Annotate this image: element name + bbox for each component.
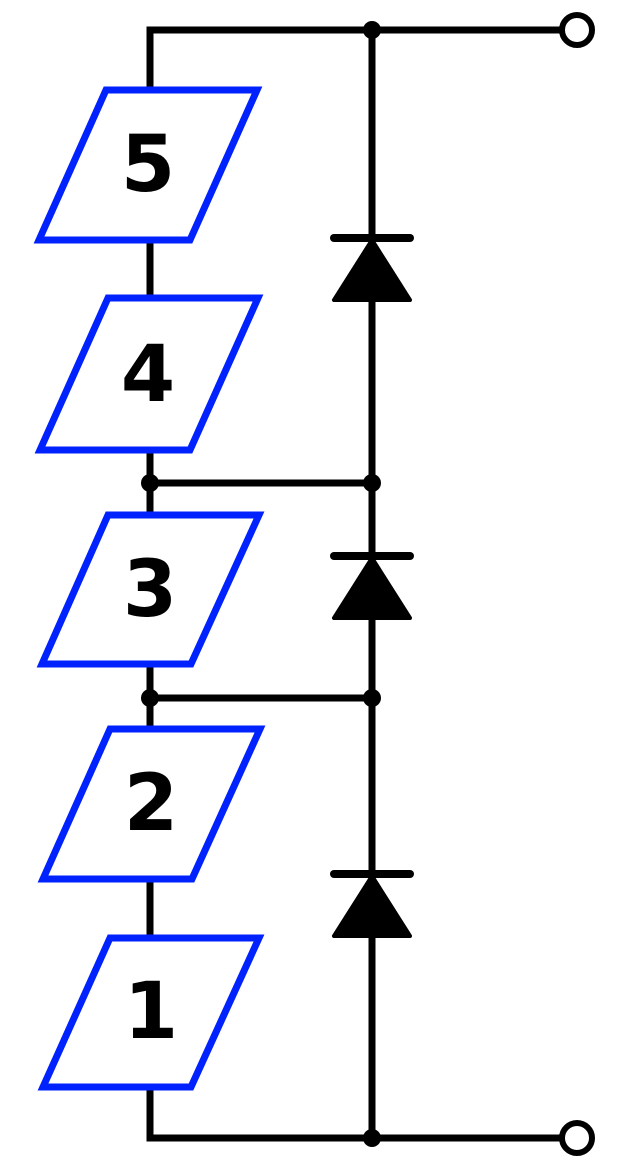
solar-cell-2: 2: [37, 725, 266, 883]
junction-dot: [363, 21, 381, 39]
cell-outline: [34, 294, 264, 454]
cell-label: 4: [121, 330, 175, 420]
cell-label: 1: [124, 967, 178, 1057]
junction-dot: [141, 689, 159, 707]
cell-outline: [37, 725, 266, 883]
bypass-diode-top: [330, 234, 414, 302]
junction-dot: [141, 474, 159, 492]
terminals: [559, 12, 595, 1156]
diode-triangle: [332, 556, 412, 620]
cell-label: 5: [121, 120, 175, 210]
bypass-diode-bottom: [330, 870, 414, 938]
bypass-diode-middle: [330, 552, 414, 620]
solar-cell-1: 1: [37, 934, 265, 1091]
junction-dot: [363, 689, 381, 707]
solar-cell-5: 5: [33, 86, 263, 244]
junctions: [141, 21, 381, 1147]
junction-dot: [363, 474, 381, 492]
cell-label: 2: [124, 759, 178, 849]
diode-triangle: [332, 874, 412, 938]
solar-cell-4: 4: [34, 294, 264, 454]
cell-outline: [33, 86, 263, 244]
solar-cell-3: 3: [36, 511, 265, 668]
cell-outline: [37, 934, 265, 1091]
diode-triangle: [332, 238, 412, 302]
negative-terminal: [559, 1120, 595, 1156]
cell-label: 3: [123, 545, 177, 635]
positive-terminal: [559, 12, 595, 48]
junction-dot: [363, 1129, 381, 1147]
cell-outline: [36, 511, 265, 668]
